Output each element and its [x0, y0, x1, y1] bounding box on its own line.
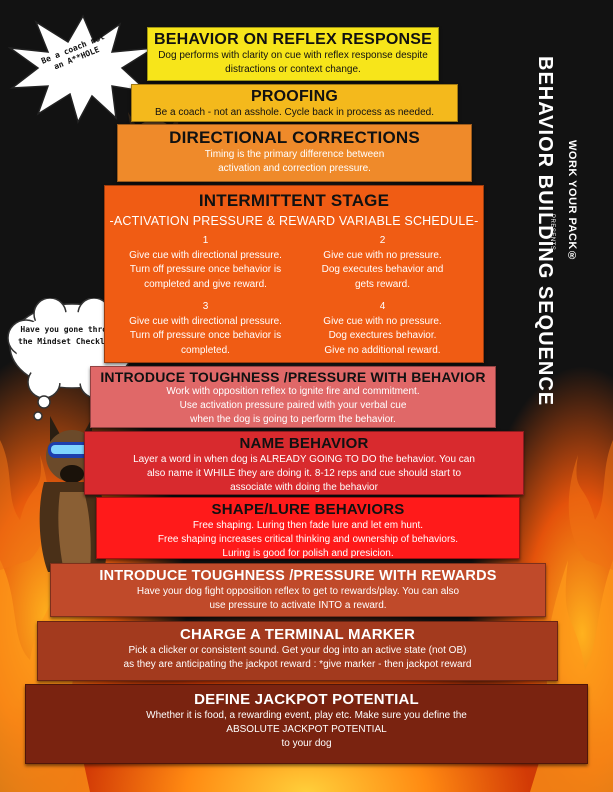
step-number: 2: [379, 235, 386, 246]
tier-title: INTRODUCE TOUGHNESS /PRESSURE WITH BEHAV…: [100, 369, 486, 385]
starburst-callout: [8, 14, 155, 124]
tier-title: INTERMITTENT STAGE: [198, 191, 390, 210]
tier-text-line: Layer a word in when dog is ALREADY GOIN…: [133, 453, 475, 465]
tier-text-line: associate with doing the behavior: [230, 481, 378, 493]
tier-name-behavior: NAME BEHAVIOR Layer a word in when dog i…: [84, 431, 524, 495]
tier-shape-lure-behaviors: SHAPE/LURE BEHAVIORS Free shaping. Lurin…: [96, 497, 520, 559]
tier-title: BEHAVIOR ON REFLEX RESPONSE: [153, 31, 433, 48]
step-2: 2 Give cue with no pressure. Dog execute…: [294, 234, 471, 292]
tier-charge-terminal-marker: CHARGE A TERMINAL MARKER Pick a clicker …: [37, 621, 558, 681]
step-number: 4: [379, 301, 386, 312]
step-text-line: Dog exectures behavior.: [328, 330, 437, 341]
tier-text-line: Work with opposition reflex to ignite fi…: [166, 386, 420, 398]
tier-subtitle: -ACTIVATION PRESSURE & REWARD VARIABLE S…: [109, 213, 479, 228]
tier-proofing: PROOFING Be a coach - not an asshole. Cy…: [131, 84, 458, 122]
tier-intermittent-stage: INTERMITTENT STAGE -ACTIVATION PRESSURE …: [104, 185, 484, 363]
step-text-line: Turn off pressure once behavior is: [129, 264, 282, 275]
tier-title: INTRODUCE TOUGHNESS /PRESSURE WITH REWAR…: [99, 568, 497, 584]
step-3: 3 Give cue with directional pressure. Tu…: [117, 300, 294, 358]
step-text-line: Dog executes behavior and: [321, 264, 444, 275]
step-number: 1: [202, 235, 209, 246]
step-text-line: Give cue with no pressure.: [323, 315, 442, 327]
step-text-line: Turn off pressure once behavior is: [129, 330, 282, 341]
tier-text-line: use pressure to activate INTO a reward.: [209, 599, 387, 611]
tier-text-line: activation and correction pressure.: [218, 162, 371, 174]
step-4: 4 Give cue with no pressure. Dog exectur…: [294, 300, 471, 358]
step-text-line: Give cue with directional pressure.: [129, 315, 282, 327]
step-number: 3: [202, 301, 209, 312]
tier-text-line: Free shaping increases critical thinking…: [157, 533, 459, 545]
tier-text-line: Use activation pressure paired with your…: [179, 400, 407, 412]
tier-text-line: when the dog is going to perform the beh…: [190, 414, 396, 426]
tier-text-line: Luring is good for polish and presicion.: [222, 547, 394, 559]
tier-text-line: Timing is the primary difference between: [204, 148, 385, 160]
tier-define-jackpot-potential: DEFINE JACKPOT POTENTIAL Whether it is f…: [25, 684, 588, 764]
step-text-line: Give cue with no pressure.: [323, 249, 442, 261]
tier-text-line: Free shaping. Luring then fade lure and …: [192, 519, 424, 531]
step-grid: 1 Give cue with directional pressure. Tu…: [117, 234, 471, 358]
tier-title: DIRECTIONAL CORRECTIONS: [169, 128, 420, 147]
step-text-line: gets reward.: [354, 278, 411, 290]
step-text-line: Give cue with directional pressure.: [129, 249, 282, 261]
tier-introduce-toughness-with-rewards: INTRODUCE TOUGHNESS /PRESSURE WITH REWAR…: [50, 563, 546, 617]
tier-behavior-on-reflex-response: BEHAVIOR ON REFLEX RESPONSE Dog performs…: [147, 27, 439, 81]
step-text-line: completed and give reward.: [144, 278, 267, 290]
tier-text-line: Be a coach - not an asshole. Cycle back …: [154, 106, 435, 118]
page-title: BEHAVIOR BUILDING SEQUENCE: [534, 56, 556, 407]
tier-text-line: Have your dog fight opposition reflex to…: [136, 585, 460, 597]
thought-cloud-text: Have you gone through the Mindset Checkl…: [18, 325, 124, 346]
tier-text-line: Dog performs with clarity on cue with re…: [158, 49, 428, 61]
tier-title: CHARGE A TERMINAL MARKER: [179, 626, 416, 643]
tier-title: PROOFING: [251, 88, 338, 105]
tier-title: DEFINE JACKPOT POTENTIAL: [194, 691, 419, 708]
tier-text-line: Pick a clicker or consistent sound. Get …: [128, 644, 467, 656]
step-text-line: completed.: [181, 344, 230, 356]
tier-text-line: to your dog: [281, 737, 332, 749]
tier-title: SHAPE/LURE BEHAVIORS: [211, 501, 405, 518]
step-1: 1 Give cue with directional pressure. Tu…: [117, 234, 294, 292]
tier-title: NAME BEHAVIOR: [239, 435, 369, 452]
tier-text-line: Whether it is food, a rewarding event, p…: [146, 709, 467, 721]
tier-directional-corrections: DIRECTIONAL CORRECTIONS Timing is the pr…: [117, 124, 472, 182]
tier-text-line: also name it WHILE they are doing it. 8-…: [146, 467, 462, 479]
step-text-line: Give no additional reward.: [324, 344, 441, 356]
presents-label: PRESENTS: [549, 214, 555, 251]
tier-text-line: ABSOLUTE JACKPOT POTENTIAL: [226, 723, 387, 735]
tier-text-line: as they are anticipating the jackpot rew…: [123, 658, 472, 670]
tier-text-line: distractions or context change.: [225, 63, 361, 75]
tier-introduce-toughness-with-behavior: INTRODUCE TOUGHNESS /PRESSURE WITH BEHAV…: [90, 366, 496, 428]
brand-name: WORK YOUR PACK®: [566, 140, 578, 263]
